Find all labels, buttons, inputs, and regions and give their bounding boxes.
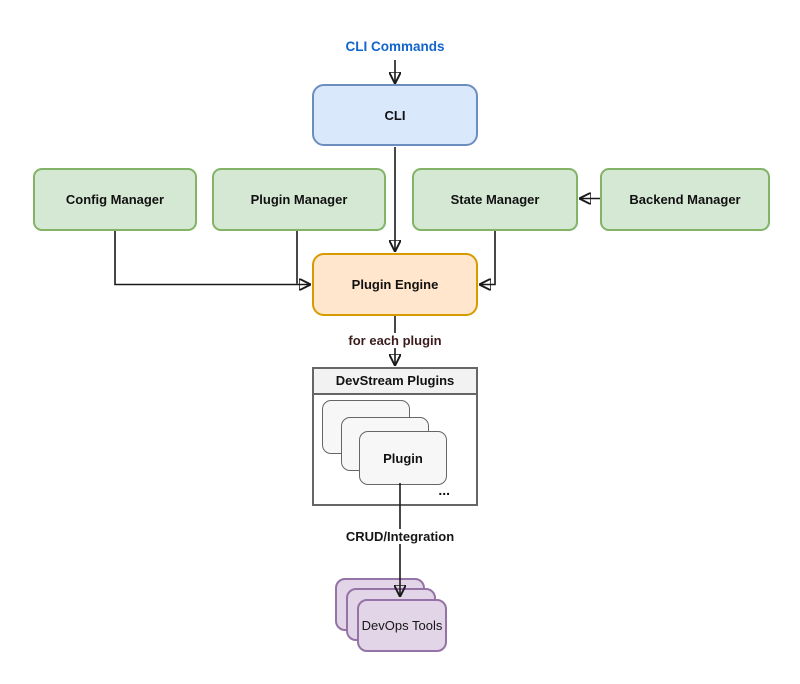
node-plugin-engine-label: Plugin Engine [351, 277, 439, 292]
edge-label-for-each-plugin: for each plugin [312, 333, 478, 348]
cli-commands-label: CLI Commands [345, 39, 445, 54]
node-plugin-manager: Plugin Manager [212, 168, 386, 231]
node-cli: CLI [312, 84, 478, 146]
node-plugin-manager-label: Plugin Manager [250, 192, 348, 207]
edge-label-crud-integration: CRUD/Integration [312, 529, 488, 544]
node-backend-manager: Backend Manager [600, 168, 770, 231]
node-state-manager-label: State Manager [450, 192, 540, 207]
node-cli-label: CLI [384, 107, 406, 123]
node-plugin-engine: Plugin Engine [312, 253, 478, 316]
devstream-plugins-container: DevStream Plugins Plugin ... [312, 367, 478, 506]
plugins-ellipsis: ... [438, 482, 450, 498]
arrow-config-to-engine [114, 231, 309, 285]
node-config-manager-label: Config Manager [65, 192, 165, 207]
node-state-manager: State Manager [412, 168, 578, 231]
node-backend-manager-label: Backend Manager [629, 192, 741, 207]
arrow-state-to-engine [481, 231, 496, 285]
devstream-plugins-title: DevStream Plugins [314, 369, 476, 395]
devops-tools-label: DevOps Tools [361, 618, 443, 633]
devops-card-front: DevOps Tools [357, 599, 447, 652]
plugin-card-label: Plugin [383, 450, 423, 466]
node-config-manager: Config Manager [33, 168, 197, 231]
plugin-card-front: Plugin [359, 431, 447, 485]
